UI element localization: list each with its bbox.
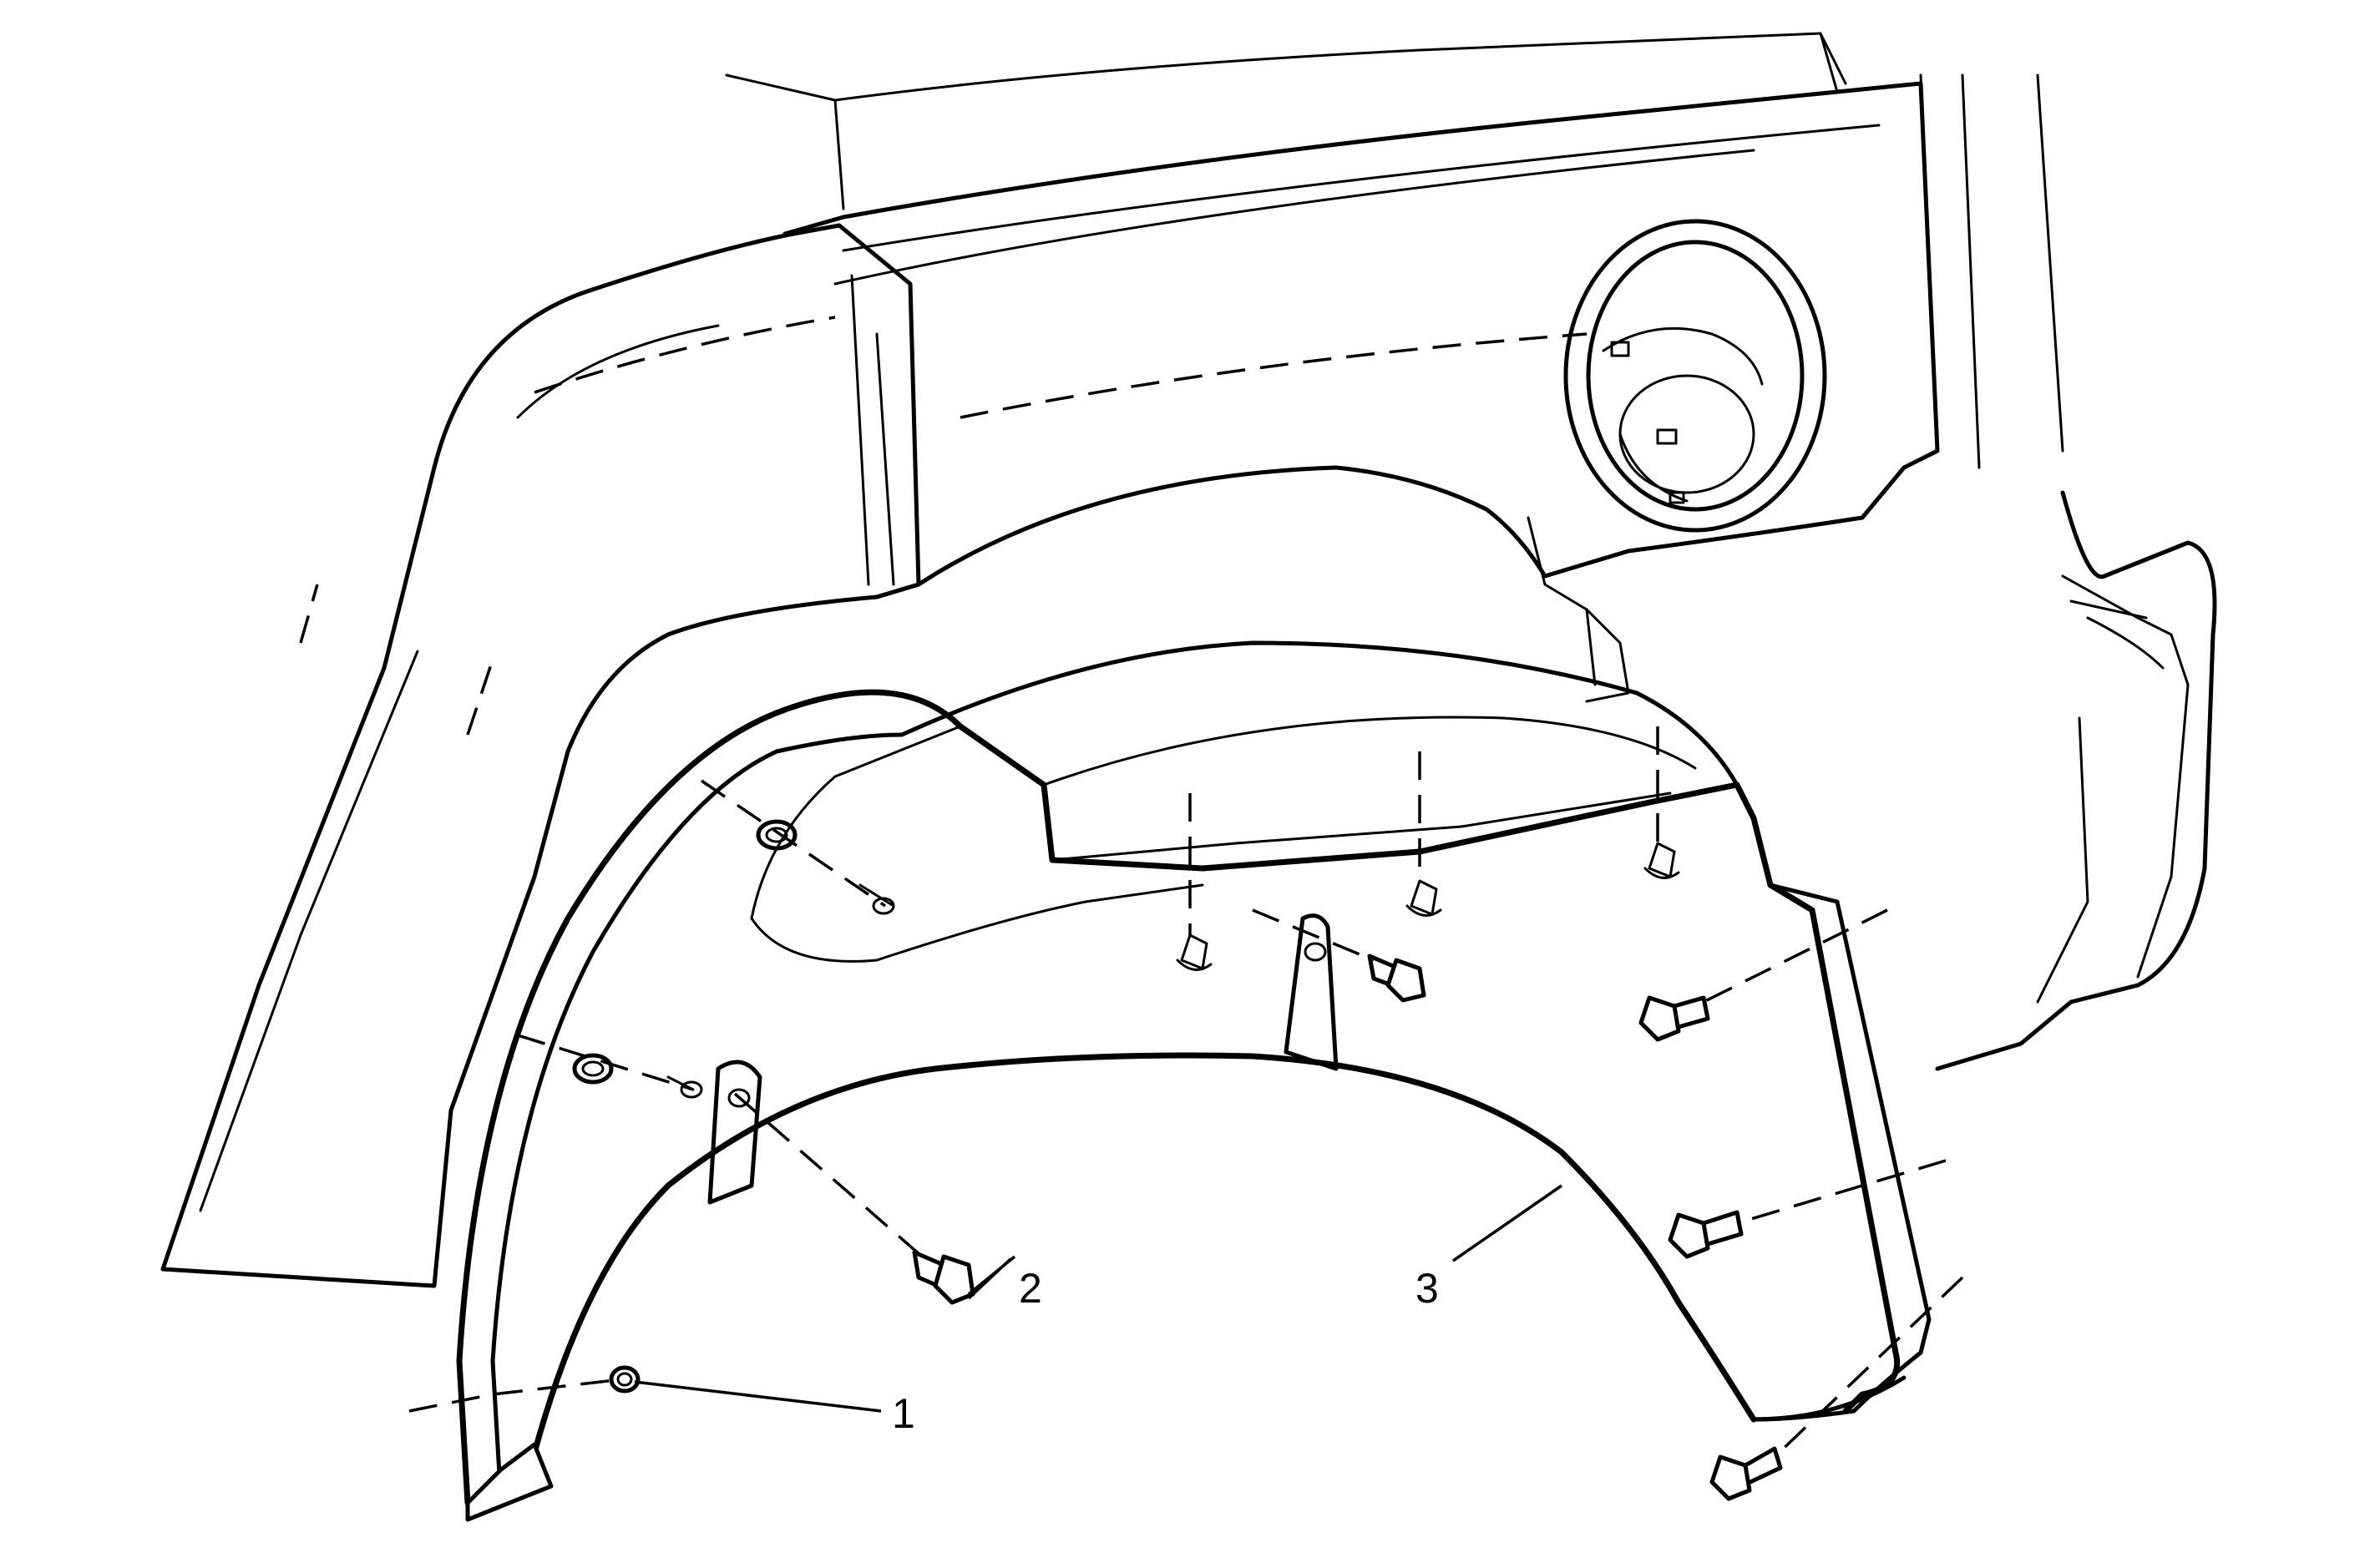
screw-front-upper xyxy=(858,883,895,915)
hex-bolt-rear-tab xyxy=(1367,954,1426,1003)
fender-flare xyxy=(160,223,921,1288)
roof-pillar xyxy=(725,32,1847,210)
callout-2: 2 xyxy=(967,1255,1042,1312)
hex-bolt-rear-lower xyxy=(1709,1446,1783,1501)
leader-line-1 xyxy=(634,1380,882,1413)
callout-label-3: 3 xyxy=(1415,1265,1439,1312)
push-pin-retainer xyxy=(1176,933,1213,971)
center-lines xyxy=(408,726,1964,1459)
hex-bolt-rear-upper xyxy=(1638,995,1710,1042)
callout-3: 3 xyxy=(1415,1184,1562,1312)
rear-bumper xyxy=(1935,490,2217,1071)
fuel-filler-door xyxy=(1563,219,1827,533)
vehicle-body xyxy=(160,32,2217,1288)
tire-opening-arch xyxy=(531,1052,1757,1456)
callout-label-2: 2 xyxy=(1019,1265,1042,1312)
push-pin-retainer xyxy=(1405,879,1442,917)
callout-1: 1 xyxy=(634,1380,915,1437)
hex-bolt-item-2 xyxy=(912,1250,975,1305)
quarter-panel xyxy=(782,81,1940,599)
wheelhouse-liner xyxy=(456,640,1932,1522)
fasteners xyxy=(609,842,1783,1501)
callout-label-1: 1 xyxy=(892,1390,915,1437)
screw-item-1 xyxy=(609,1365,641,1394)
leader-line-3 xyxy=(1452,1184,1562,1262)
hex-bolt-rear-mid xyxy=(1668,1210,1744,1259)
push-pin-retainer xyxy=(1643,842,1680,879)
